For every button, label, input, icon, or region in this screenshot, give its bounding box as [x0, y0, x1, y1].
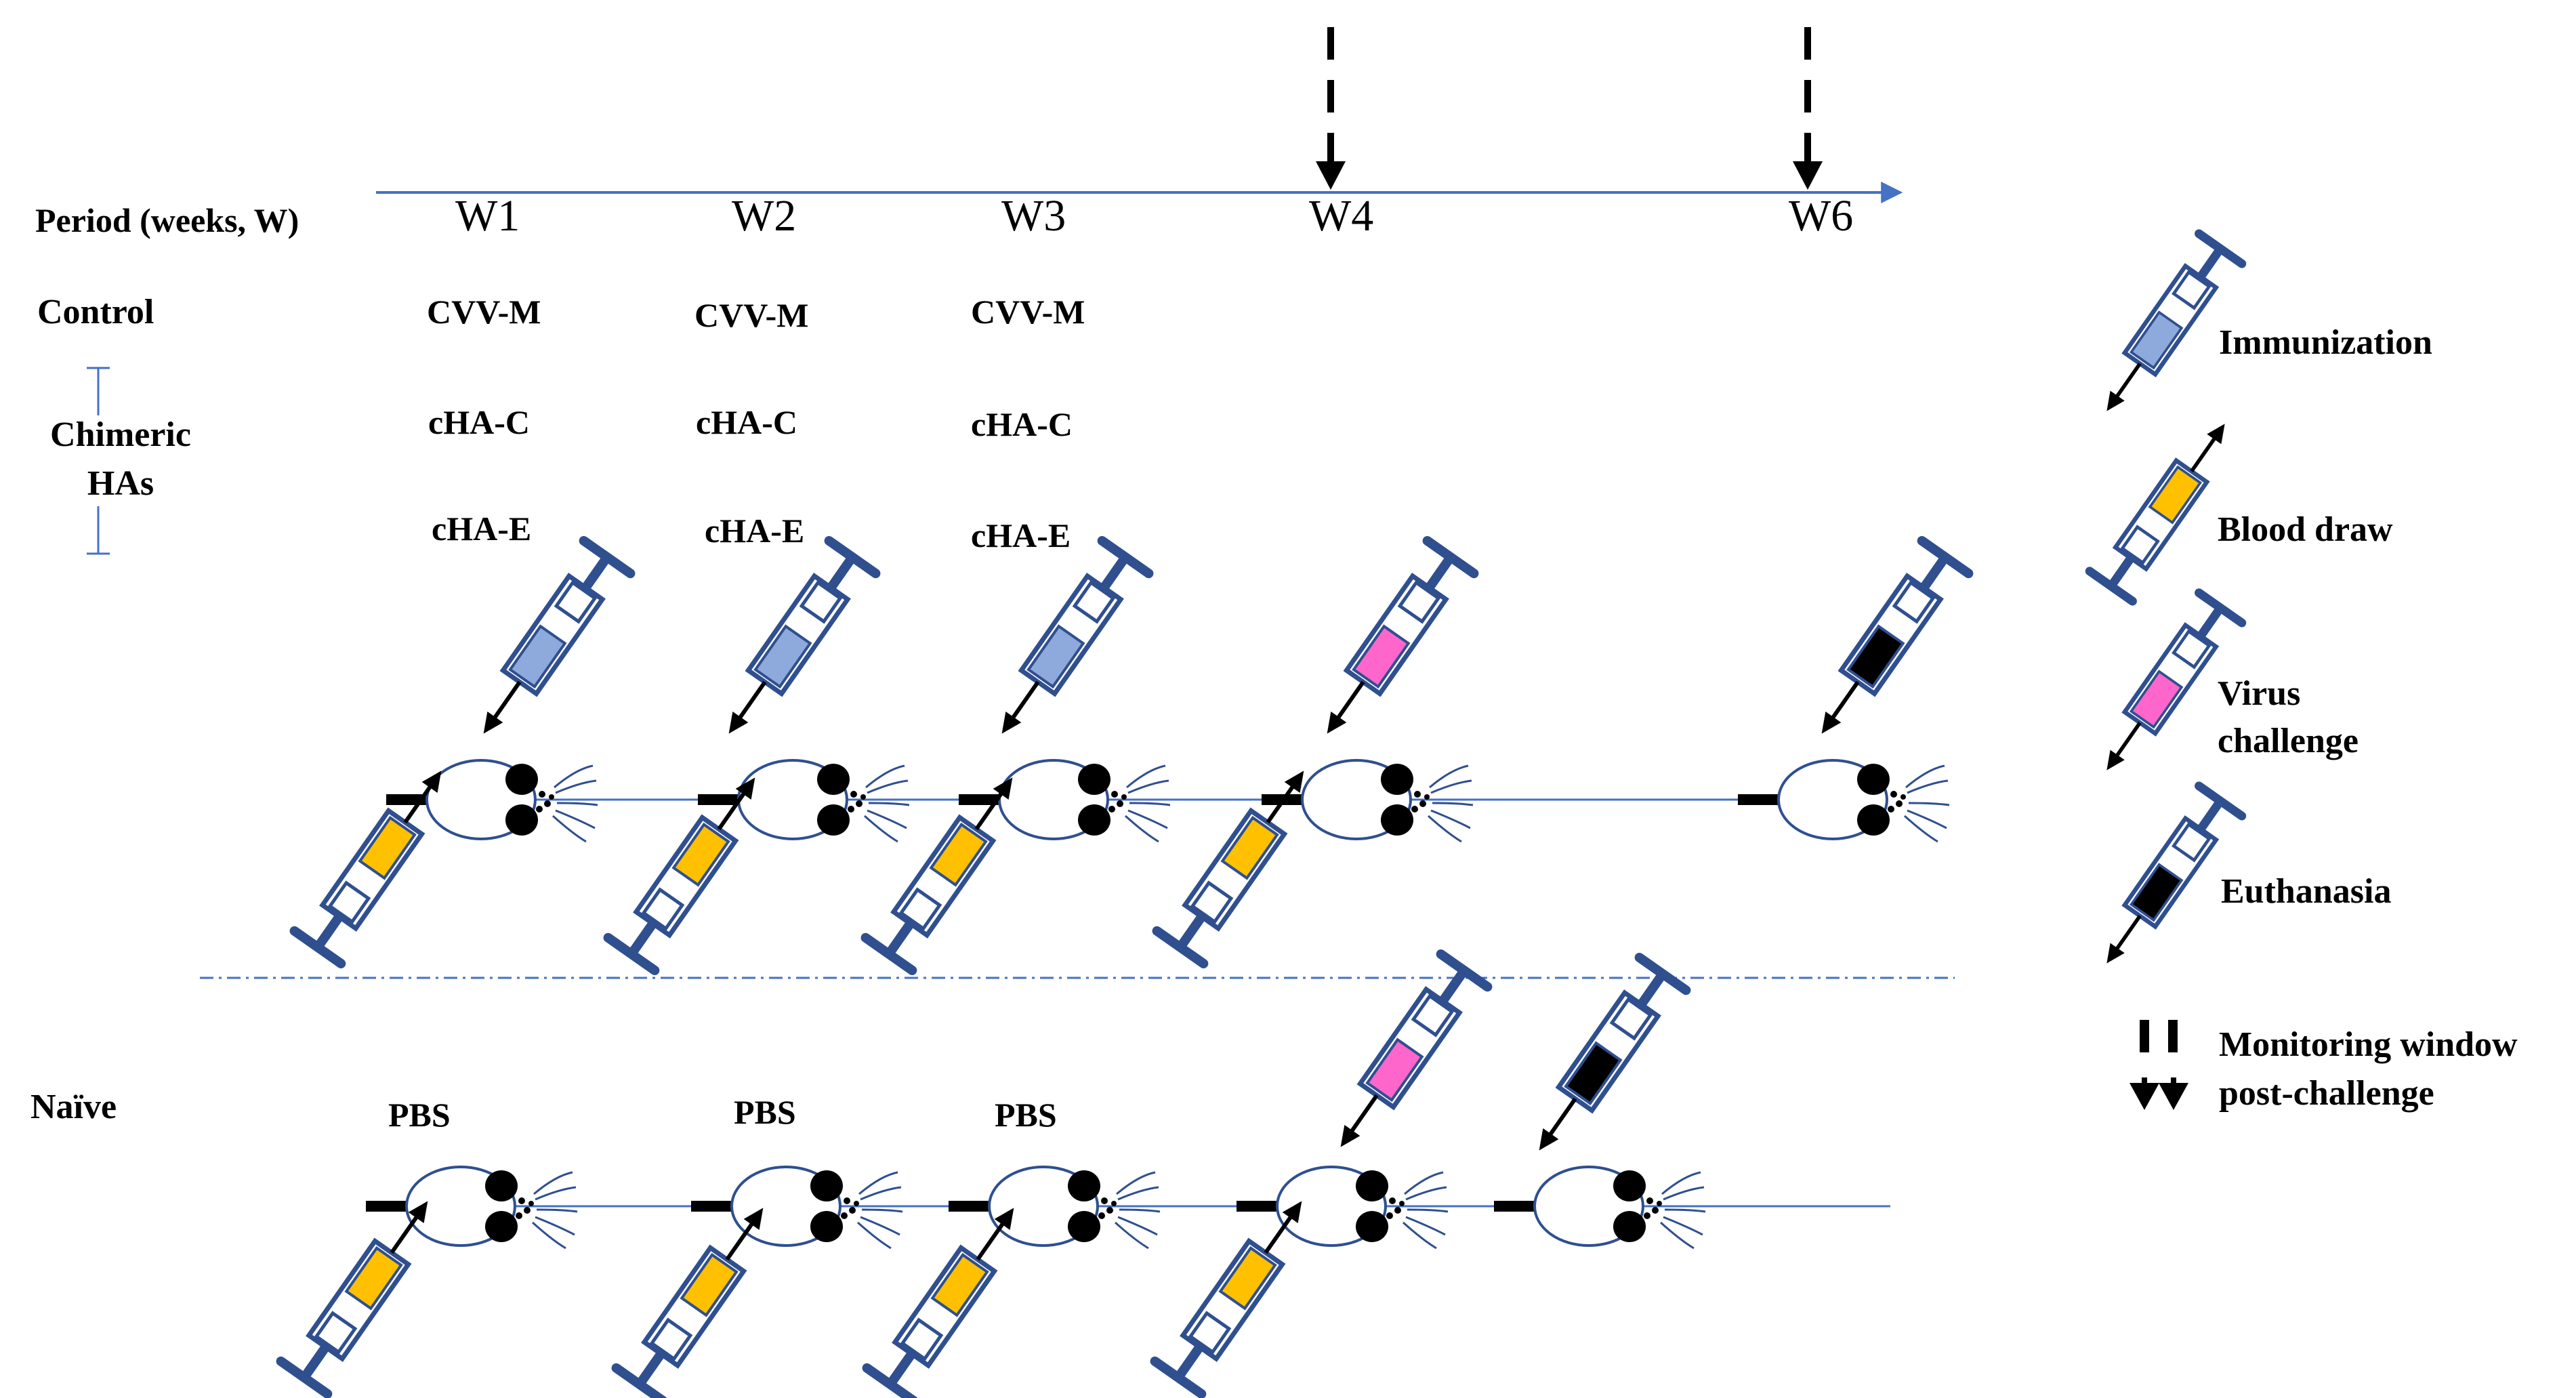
legend-virus-label-line1: Virus: [2218, 674, 2300, 713]
week-label-w3: W3: [1001, 191, 1066, 241]
euthanasia-icon: [1798, 541, 1968, 750]
mouse-naive-w3: [949, 1167, 1160, 1248]
legend-monitoring-icon: [2130, 1020, 2188, 1110]
vaccine-w2-2: cHA-C: [696, 403, 797, 441]
chimeric-label-line1: Chimeric: [50, 415, 191, 454]
mouse-naive-w1: [366, 1167, 577, 1248]
legend-euthanasia-label: Euthanasia: [2221, 872, 2391, 911]
virus-challenge-icon: [1304, 541, 1474, 750]
mouse-upper-w3: [959, 760, 1170, 842]
week-label-w1: W1: [455, 191, 520, 241]
legend-blood-draw-icon: [2090, 409, 2246, 601]
mouse-upper-w6: [1738, 760, 1949, 842]
monitoring-arrow-w4: [1316, 27, 1346, 190]
vaccine-w2-1: CVV-M: [694, 296, 808, 334]
mouse-naive-w4: [1237, 1167, 1448, 1248]
immunization-icon: [705, 541, 875, 750]
vaccine-w1-1: CVV-M: [427, 293, 541, 331]
virus-challenge-icon: [1317, 954, 1487, 1164]
legend-virus-label-line2: challenge: [2218, 722, 2359, 760]
mouse-naive-w5: [1494, 1167, 1705, 1248]
week-label-w2: W2: [732, 191, 796, 241]
naive-label: Naïve: [30, 1088, 117, 1126]
chimeric-label-line2: HAs: [87, 464, 154, 503]
week-label-w4: W4: [1309, 191, 1373, 241]
immunization-icon: [460, 541, 630, 750]
mouse-upper-w4: [1262, 760, 1473, 842]
mouse-upper-w2: [698, 760, 909, 842]
vaccine-w1-3: cHA-E: [432, 510, 531, 548]
vaccine-w3-1: CVV-M: [971, 293, 1085, 331]
control-label: Control: [37, 293, 154, 331]
immunization-icon: [978, 541, 1148, 750]
legend: Immunization Blood draw Virus challenge …: [2085, 234, 2518, 1113]
naive-treatment-w1: PBS: [388, 1096, 451, 1134]
legend-euthanasia-icon: [2085, 786, 2242, 979]
mouse-naive-w2: [691, 1167, 902, 1248]
week-label-w6: W6: [1789, 191, 1853, 241]
chimeric-bracket: [87, 367, 110, 555]
period-label: Period (weeks, W): [35, 201, 299, 239]
euthanasia-icon: [1516, 958, 1686, 1167]
naive-treatment-w3: PBS: [995, 1096, 1057, 1134]
vaccine-w2-3: cHA-E: [705, 512, 804, 550]
legend-immunization-label: Immunization: [2219, 323, 2432, 362]
legend-blood-draw-label: Blood draw: [2218, 510, 2393, 549]
legend-monitoring-label-line1: Monitoring window: [2219, 1025, 2518, 1064]
legend-monitoring-label-line2: post-challenge: [2219, 1074, 2434, 1113]
blood-draw-icon: [1157, 754, 1327, 964]
monitoring-arrow-w6: [1793, 27, 1823, 190]
vaccine-w3-2: cHA-C: [971, 405, 1073, 443]
naive-treatment-w2: PBS: [734, 1093, 796, 1131]
vaccine-w1-2: cHA-C: [428, 403, 530, 441]
vaccine-w3-3: cHA-E: [971, 516, 1071, 554]
